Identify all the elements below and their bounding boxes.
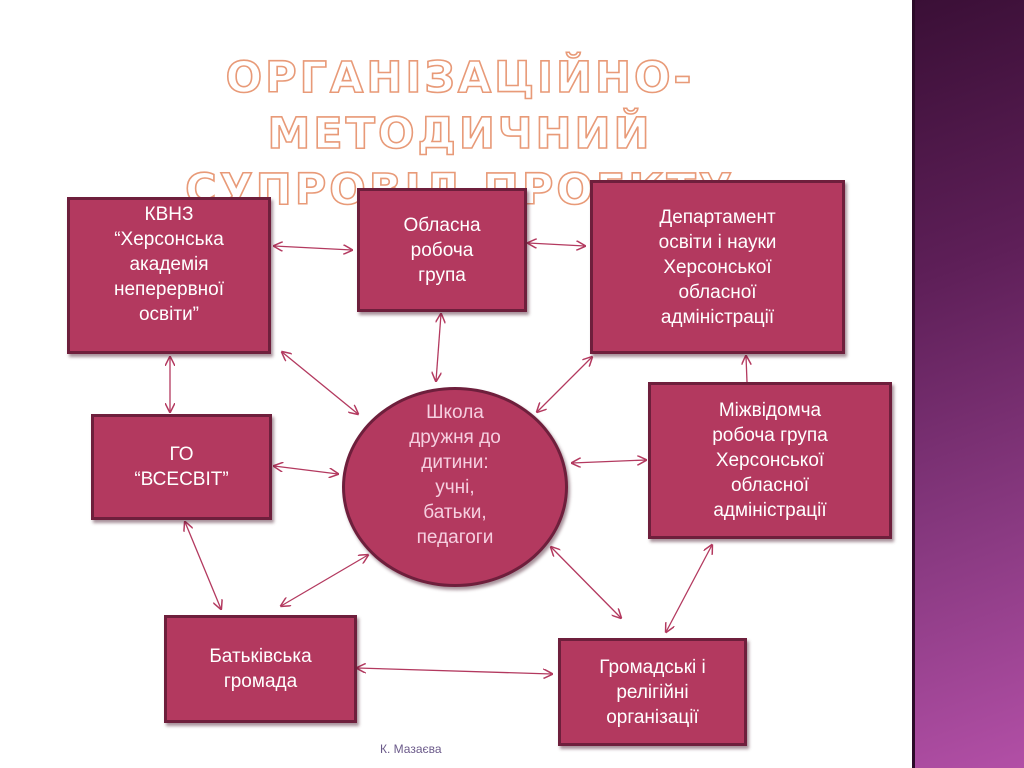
node-oblasna-robocha-grupa: Обласна робоча група (357, 188, 527, 312)
node-batkivska-gromada: Батьківська громада (164, 615, 357, 723)
arrow-kvnz-oblasna (274, 246, 352, 250)
node-go-vsesvit: ГО “ВСЕСВІТ” (91, 414, 272, 520)
author-footer: К. Мазаєва (380, 742, 442, 756)
arrow-go-school (274, 466, 338, 474)
arrow-school-gromadski (551, 547, 621, 618)
node-oblasna-label: Обласна робоча група (403, 214, 481, 286)
node-departament: Департамент освіти і науки Херсонської о… (590, 180, 845, 354)
arrow-departament-school (537, 357, 592, 412)
side-decoration-band (912, 0, 1024, 768)
node-school-label: Школа дружня до дитини: учні, батьки, пе… (409, 402, 501, 548)
node-mizhvidomcha: Міжвідомча робоча група Херсонської обла… (648, 382, 892, 539)
node-gromadski-organizatsii: Громадські і релігійні організації (558, 638, 747, 746)
arrow-go-batkivska (185, 522, 221, 609)
node-school: Школа дружня до дитини: учні, батьки, пе… (342, 387, 568, 587)
arrow-school-batkivska (281, 555, 368, 606)
arrow-school-mizhvidomcha (572, 460, 646, 463)
arrow-oblasna-school (436, 314, 441, 381)
node-go-label: ГО “ВСЕСВІТ” (134, 444, 229, 490)
node-kvnz: КВНЗ “Херсонська академія неперервної ос… (67, 197, 271, 354)
node-gromadski-label: Громадські і релігійні організації (599, 656, 706, 728)
node-kvnz-label: КВНЗ “Херсонська академія неперервної ос… (113, 204, 225, 325)
node-departament-label: Департамент освіти і науки Херсонської о… (658, 206, 777, 328)
node-batkivska-label: Батьківська громада (209, 646, 312, 692)
arrow-batkivska-gromadski (357, 668, 552, 674)
arrow-kvnz-school (282, 352, 358, 414)
node-mizhvidomcha-label: Міжвідомча робоча група Херсонської обла… (712, 400, 828, 521)
arrow-oblasna-departament (528, 243, 585, 246)
slide-title-line-1: ОРГАНІЗАЦІЙНО-МЕТОДИЧНИЙ (225, 52, 695, 160)
arrow-mizhvidomcha-gromadski (666, 545, 712, 632)
